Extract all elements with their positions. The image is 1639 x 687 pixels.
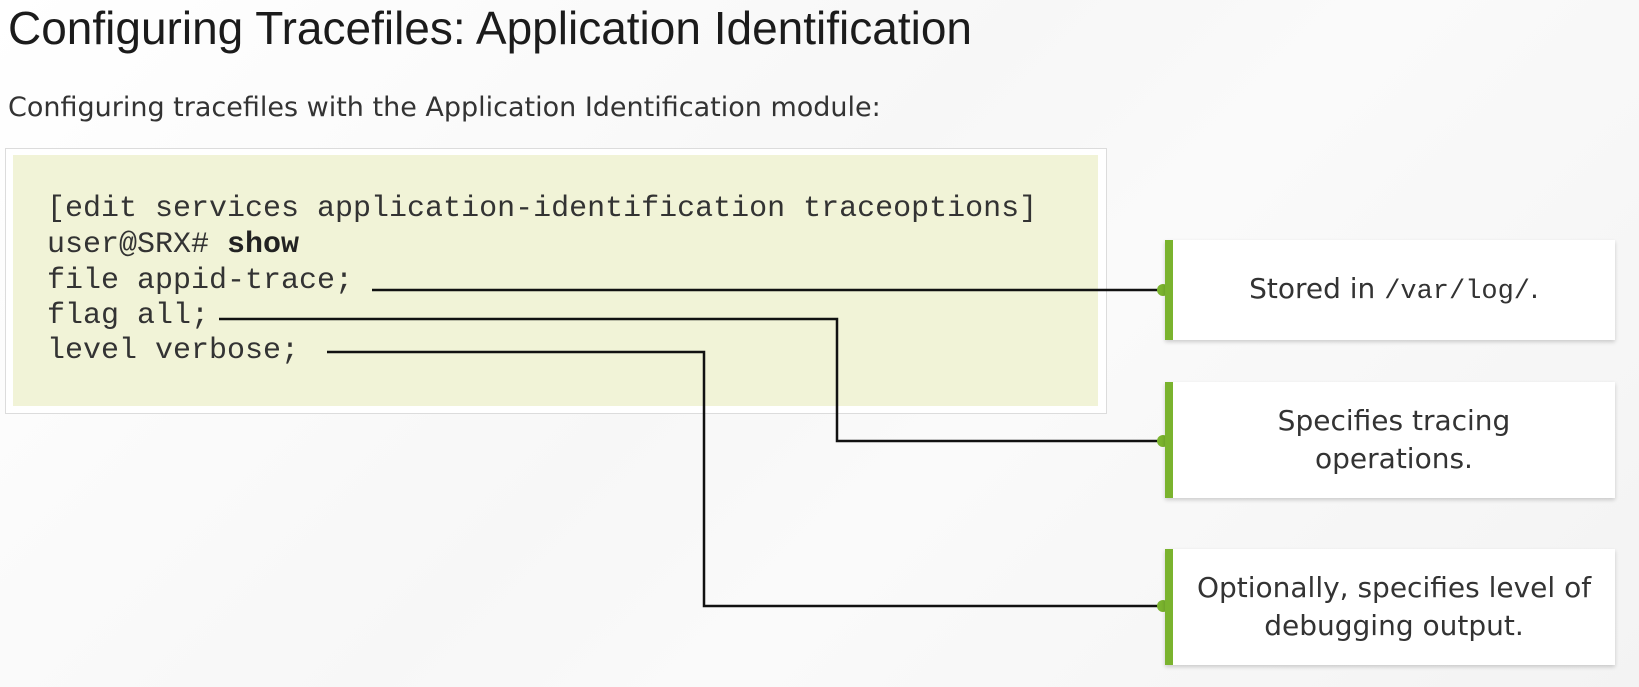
code-block bbox=[13, 155, 1098, 406]
callout-file: Stored in /var/log/. bbox=[1165, 240, 1615, 340]
code-command: show bbox=[227, 228, 300, 262]
code-prompt: user@SRX# bbox=[47, 228, 228, 262]
code-line-file: file appid-trace; bbox=[47, 264, 354, 298]
callout-level: Optionally, specifies level of debugging… bbox=[1165, 549, 1615, 665]
callout-level-text: Optionally, specifies level of debugging… bbox=[1196, 571, 1592, 642]
callout-flag: Specifies tracing operations. bbox=[1165, 382, 1615, 498]
page-title: Configuring Tracefiles: Application Iden… bbox=[8, 2, 973, 54]
code-line-level: level verbose; bbox=[47, 334, 300, 368]
connector-level bbox=[327, 350, 1162, 608]
connector-flag bbox=[219, 317, 1162, 443]
code-line-show-command: user@SRX# show bbox=[47, 228, 299, 262]
page-subtitle: Configuring tracefiles with the Applicat… bbox=[8, 92, 881, 123]
code-line-edit-context: [edit services application-identificatio… bbox=[47, 192, 1038, 226]
code-line-flag: flag all; bbox=[47, 299, 210, 333]
callout-file-path: /var/log/ bbox=[1384, 276, 1531, 307]
callout-flag-text: Specifies tracing operations. bbox=[1277, 404, 1511, 475]
callout-file-text: Stored in /var/log/. bbox=[1249, 271, 1539, 307]
